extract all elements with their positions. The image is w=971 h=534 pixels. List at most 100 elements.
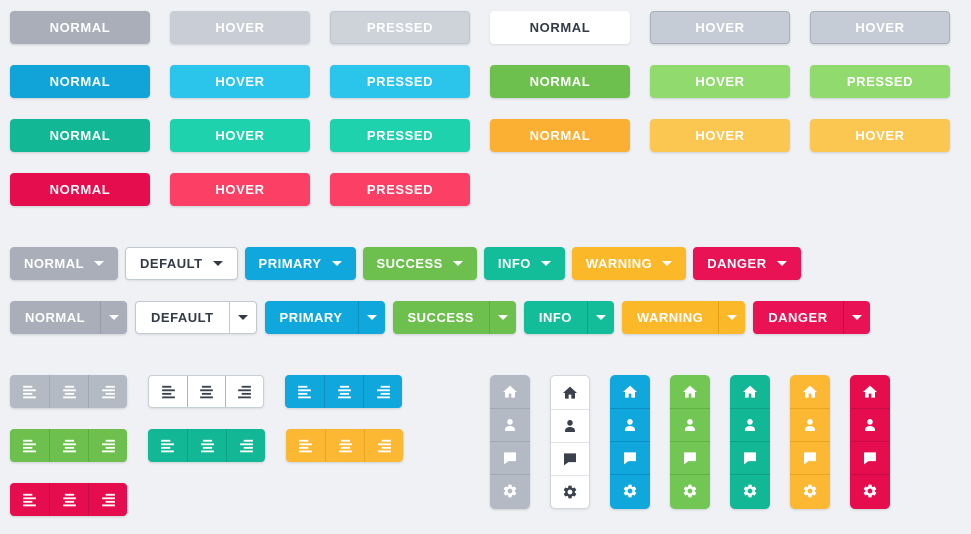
gear-button[interactable] bbox=[490, 474, 530, 507]
comment-button[interactable] bbox=[790, 441, 830, 474]
home-button[interactable] bbox=[730, 375, 770, 408]
align-right-button[interactable] bbox=[88, 375, 127, 408]
align-center-button[interactable] bbox=[325, 429, 364, 462]
button-gray-outlined-hover[interactable]: HOVER bbox=[810, 11, 950, 44]
user-button[interactable] bbox=[490, 408, 530, 441]
button-blue-pressed[interactable]: PRESSED bbox=[330, 65, 470, 98]
align-right-icon bbox=[238, 385, 251, 399]
user-icon bbox=[865, 419, 875, 431]
split-caret-button[interactable] bbox=[842, 301, 870, 334]
align-right-button[interactable] bbox=[226, 429, 265, 462]
button-teal-hover[interactable]: HOVER bbox=[170, 119, 310, 152]
home-button[interactable] bbox=[790, 375, 830, 408]
dropdown-default[interactable]: DEFAULT bbox=[125, 247, 238, 280]
button-white-normal[interactable]: NORMAL bbox=[490, 11, 630, 44]
align-left-button[interactable] bbox=[10, 483, 49, 516]
comment-button[interactable] bbox=[490, 441, 530, 474]
user-button[interactable] bbox=[670, 408, 710, 441]
icon-stack-red bbox=[850, 375, 890, 509]
button-red-pressed[interactable]: PRESSED bbox=[330, 173, 470, 206]
align-right-button[interactable] bbox=[225, 376, 263, 407]
button-blue-hover[interactable]: HOVER bbox=[170, 65, 310, 98]
split-main-button[interactable]: DEFAULT bbox=[136, 302, 228, 333]
gear-icon bbox=[563, 485, 577, 499]
align-right-button[interactable] bbox=[88, 429, 127, 462]
align-right-button[interactable] bbox=[88, 483, 127, 516]
dropdown-success[interactable]: SUCCESS bbox=[362, 247, 477, 280]
button-red-hover[interactable]: HOVER bbox=[170, 173, 310, 206]
dropdown-primary[interactable]: PRIMARY bbox=[244, 247, 356, 280]
gear-button[interactable] bbox=[610, 474, 650, 507]
split-caret-button[interactable] bbox=[488, 301, 516, 334]
align-left-button[interactable] bbox=[149, 376, 187, 407]
split-caret-button[interactable] bbox=[357, 301, 385, 334]
button-green-normal[interactable]: NORMAL bbox=[490, 65, 630, 98]
home-button[interactable] bbox=[490, 375, 530, 408]
caret-down-icon bbox=[851, 315, 862, 320]
user-button[interactable] bbox=[790, 408, 830, 441]
dropdown-info[interactable]: INFO bbox=[483, 247, 565, 280]
align-center-button[interactable] bbox=[187, 376, 225, 407]
button-gray-outlined-hover[interactable]: HOVER bbox=[650, 11, 790, 44]
align-right-icon bbox=[239, 439, 253, 453]
user-button[interactable] bbox=[551, 409, 589, 442]
user-button[interactable] bbox=[610, 408, 650, 441]
align-center-button[interactable] bbox=[49, 483, 88, 516]
align-right-button[interactable] bbox=[363, 375, 402, 408]
dropdown-danger[interactable]: DANGER bbox=[693, 247, 801, 280]
split-main-button[interactable]: NORMAL bbox=[10, 301, 100, 334]
align-center-button[interactable] bbox=[324, 375, 363, 408]
user-button[interactable] bbox=[850, 408, 890, 441]
dropdown-label: DANGER bbox=[707, 256, 767, 271]
button-gray-normal[interactable]: NORMAL bbox=[10, 11, 150, 44]
split-main-button[interactable]: DANGER bbox=[753, 301, 842, 334]
gear-button[interactable] bbox=[670, 474, 710, 507]
dropdown-normal[interactable]: NORMAL bbox=[10, 247, 119, 280]
home-button[interactable] bbox=[551, 376, 589, 409]
button-red-normal[interactable]: NORMAL bbox=[10, 173, 150, 206]
comment-button[interactable] bbox=[551, 442, 589, 475]
button-orange-hover[interactable]: HOVER bbox=[810, 119, 950, 152]
align-right-button[interactable] bbox=[364, 429, 403, 462]
comment-button[interactable] bbox=[610, 441, 650, 474]
comment-button[interactable] bbox=[730, 441, 770, 474]
align-left-button[interactable] bbox=[10, 375, 49, 408]
split-main-button[interactable]: WARNING bbox=[622, 301, 718, 334]
gear-icon bbox=[803, 484, 817, 498]
align-center-button[interactable] bbox=[187, 429, 226, 462]
comment-button[interactable] bbox=[670, 441, 710, 474]
button-blue-normal[interactable]: NORMAL bbox=[10, 65, 150, 98]
align-left-button[interactable] bbox=[286, 429, 325, 462]
dropdown-warning[interactable]: WARNING bbox=[571, 247, 687, 280]
button-teal-normal[interactable]: NORMAL bbox=[10, 119, 150, 152]
button-gray-pressed[interactable]: PRESSED bbox=[330, 11, 470, 44]
align-left-button[interactable] bbox=[10, 429, 49, 462]
split-caret-button[interactable] bbox=[228, 302, 256, 333]
button-green-hover[interactable]: HOVER bbox=[650, 65, 790, 98]
button-orange-normal[interactable]: NORMAL bbox=[490, 119, 630, 152]
home-button[interactable] bbox=[610, 375, 650, 408]
button-gray-hover[interactable]: HOVER bbox=[170, 11, 310, 44]
align-left-button[interactable] bbox=[148, 429, 187, 462]
split-caret-button[interactable] bbox=[100, 301, 127, 334]
split-main-button[interactable]: INFO bbox=[524, 301, 587, 334]
gear-button[interactable] bbox=[850, 474, 890, 507]
home-button[interactable] bbox=[850, 375, 890, 408]
align-center-button[interactable] bbox=[49, 375, 88, 408]
button-orange-hover[interactable]: HOVER bbox=[650, 119, 790, 152]
gear-button[interactable] bbox=[551, 475, 589, 508]
gear-button[interactable] bbox=[790, 474, 830, 507]
comment-button[interactable] bbox=[850, 441, 890, 474]
user-button[interactable] bbox=[730, 408, 770, 441]
align-left-button[interactable] bbox=[285, 375, 324, 408]
state-row-red: NORMAL HOVER PRESSED bbox=[10, 173, 470, 206]
gear-button[interactable] bbox=[730, 474, 770, 507]
split-caret-button[interactable] bbox=[718, 301, 745, 334]
split-main-button[interactable]: PRIMARY bbox=[265, 301, 358, 334]
align-center-button[interactable] bbox=[49, 429, 88, 462]
button-green-pressed[interactable]: PRESSED bbox=[810, 65, 950, 98]
split-main-button[interactable]: SUCCESS bbox=[393, 301, 489, 334]
button-teal-pressed[interactable]: PRESSED bbox=[330, 119, 470, 152]
home-button[interactable] bbox=[670, 375, 710, 408]
split-caret-button[interactable] bbox=[586, 301, 614, 334]
